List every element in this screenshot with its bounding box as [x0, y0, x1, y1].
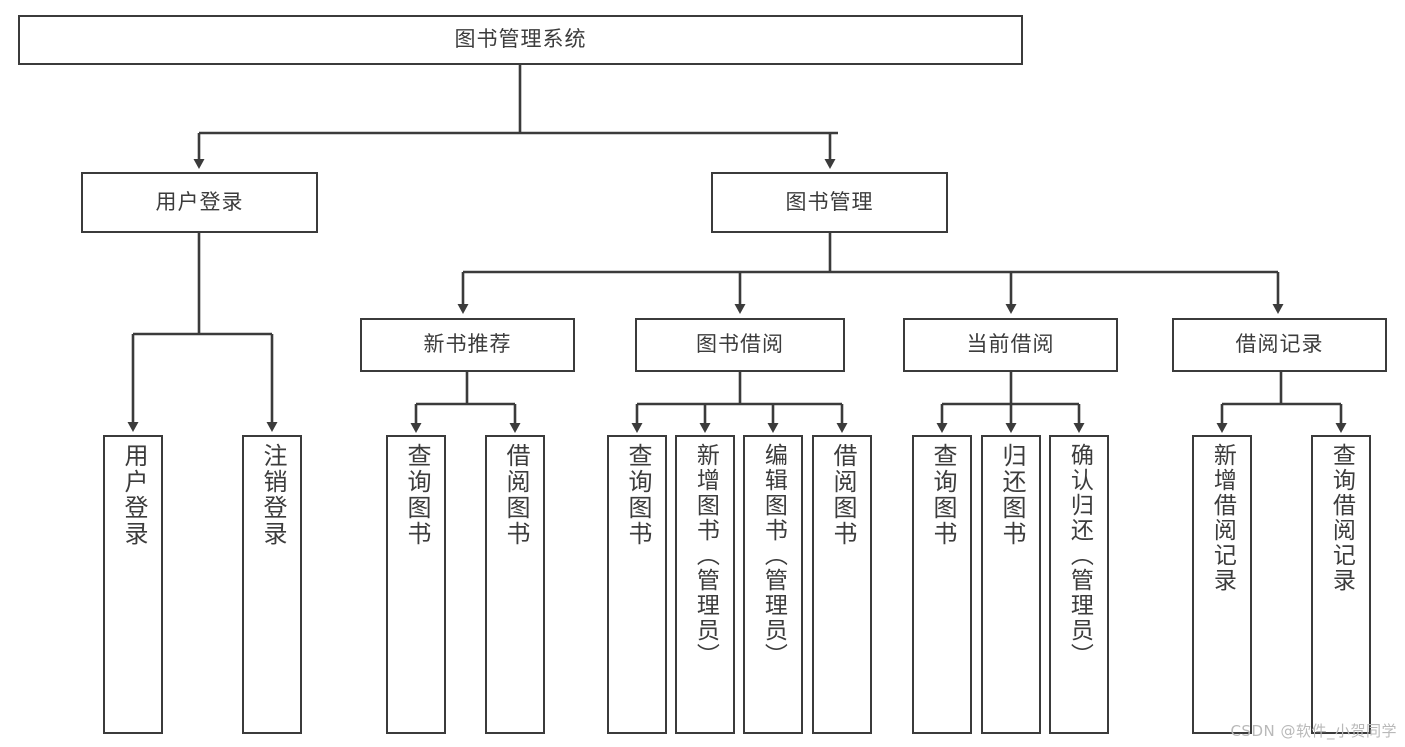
node-book-manage[interactable]: 图书管理 — [711, 172, 948, 233]
leaf-query-book-2[interactable]: 查询图书 — [607, 435, 667, 734]
leaf-user-login[interactable]: 用户登录 — [103, 435, 163, 734]
leaf-user-logout-label: 注销登录 — [258, 443, 287, 547]
leaf-return-book[interactable]: 归还图书 — [981, 435, 1041, 734]
leaf-user-logout[interactable]: 注销登录 — [242, 435, 302, 734]
node-book-borrow[interactable]: 图书借阅 — [635, 318, 845, 372]
node-new-book-rec-label: 新书推荐 — [423, 332, 512, 357]
leaf-add-book-label: 新增图书（管理员） — [692, 443, 719, 668]
leaf-borrow-book-1[interactable]: 借阅图书 — [485, 435, 545, 734]
node-current-borrow-label: 当前借阅 — [966, 332, 1055, 357]
node-borrow-record[interactable]: 借阅记录 — [1172, 318, 1387, 372]
leaf-confirm-return[interactable]: 确认归还（管理员） — [1049, 435, 1109, 734]
node-borrow-record-label: 借阅记录 — [1235, 332, 1324, 357]
leaf-borrow-book-2-label: 借阅图书 — [828, 443, 857, 547]
leaf-return-book-label: 归还图书 — [997, 443, 1026, 547]
leaf-add-record-label: 新增借阅记录 — [1209, 443, 1236, 593]
node-user-login-label: 用户登录 — [155, 189, 244, 214]
leaf-query-book-1[interactable]: 查询图书 — [386, 435, 446, 734]
node-root-label: 图书管理系统 — [454, 27, 587, 52]
leaf-add-book[interactable]: 新增图书（管理员） — [675, 435, 735, 734]
node-current-borrow[interactable]: 当前借阅 — [903, 318, 1118, 372]
leaf-query-book-3[interactable]: 查询图书 — [912, 435, 972, 734]
leaf-query-book-2-label: 查询图书 — [623, 443, 652, 547]
leaf-add-record[interactable]: 新增借阅记录 — [1192, 435, 1252, 734]
leaf-borrow-book-2[interactable]: 借阅图书 — [812, 435, 872, 734]
node-book-borrow-label: 图书借阅 — [696, 332, 784, 357]
node-book-manage-label: 图书管理 — [785, 189, 874, 214]
leaf-query-book-1-label: 查询图书 — [402, 443, 431, 547]
leaf-borrow-book-1-label: 借阅图书 — [501, 443, 530, 547]
leaf-edit-book-label: 编辑图书（管理员） — [760, 443, 787, 668]
csdn-watermark: CSDN @软件_小贺同学 — [1230, 722, 1397, 740]
leaf-edit-book[interactable]: 编辑图书（管理员） — [743, 435, 803, 734]
node-new-book-rec[interactable]: 新书推荐 — [360, 318, 575, 372]
node-root[interactable]: 图书管理系统 — [18, 15, 1023, 65]
leaf-confirm-return-label: 确认归还（管理员） — [1066, 443, 1093, 668]
node-user-login[interactable]: 用户登录 — [81, 172, 318, 233]
leaf-query-record[interactable]: 查询借阅记录 — [1311, 435, 1371, 734]
leaf-query-record-label: 查询借阅记录 — [1328, 443, 1355, 593]
leaf-query-book-3-label: 查询图书 — [928, 443, 957, 547]
leaf-user-login-label: 用户登录 — [119, 443, 148, 547]
